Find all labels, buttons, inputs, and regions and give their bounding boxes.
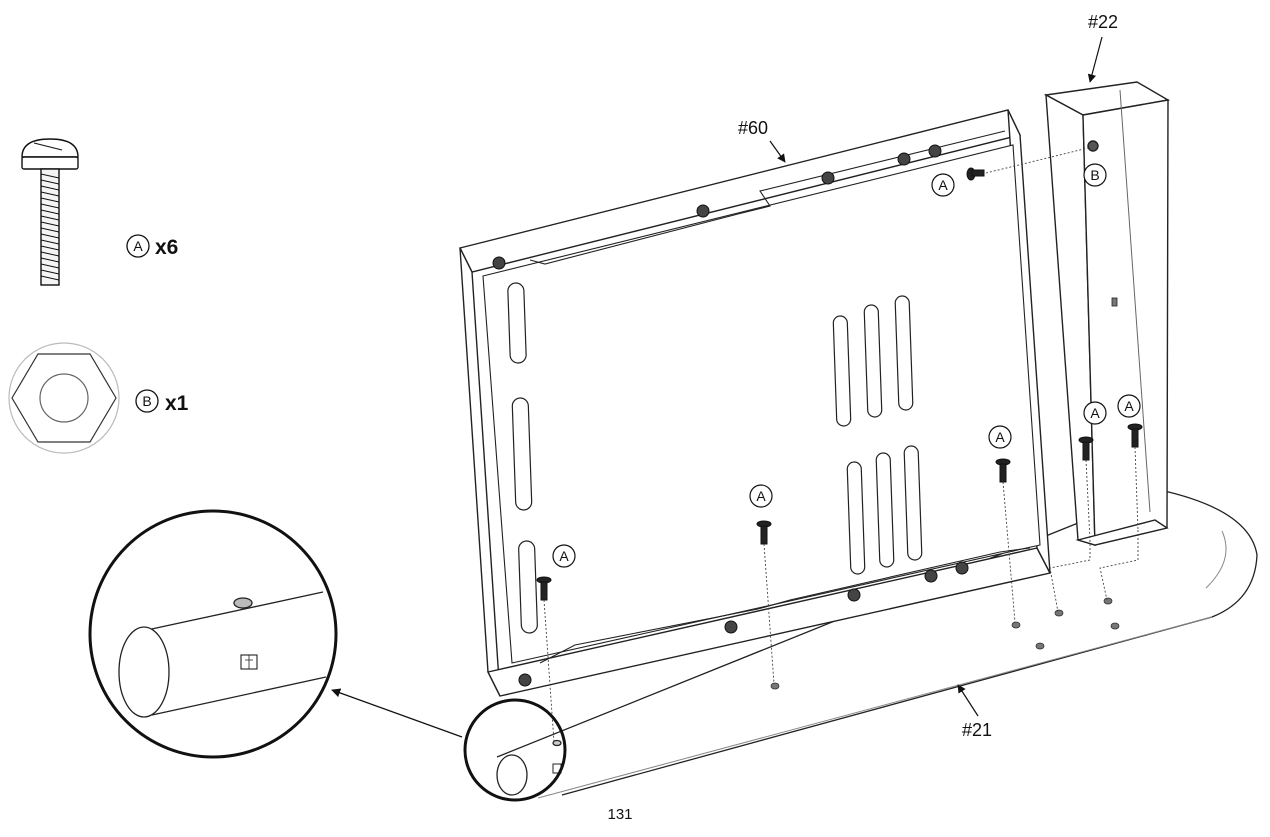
hardware-item-a: A x6 xyxy=(126,234,178,259)
detail-magnifier xyxy=(88,509,567,802)
page-number: 131 xyxy=(607,806,633,823)
callout-marker-a: A xyxy=(931,173,955,197)
callout-marker-a: A xyxy=(1117,394,1141,418)
callout-letter: A xyxy=(1124,398,1134,414)
hex-nut-icon xyxy=(8,342,120,454)
callout-marker-a: A xyxy=(749,484,773,508)
hardware-quantity-a: x6 xyxy=(155,236,178,259)
screw-icon xyxy=(966,167,985,181)
hardware-letter-a: A xyxy=(133,238,143,254)
callout-marker-b: B xyxy=(1083,163,1107,187)
screw-icon xyxy=(536,576,552,601)
part-label-tube: #21 xyxy=(957,684,992,740)
part-label-frame: #60 xyxy=(738,118,786,163)
callout-letter: A xyxy=(995,429,1005,445)
part-label-bracket: #22 xyxy=(1087,12,1118,83)
callout-letter: A xyxy=(559,548,569,564)
screw-icon xyxy=(1078,436,1094,461)
frame-part xyxy=(458,109,1052,697)
callout-letter: A xyxy=(938,177,948,193)
assembly-guides xyxy=(543,147,1139,743)
tube-part xyxy=(496,489,1258,799)
hardware-letter-b: B xyxy=(142,393,151,409)
callout-letter: A xyxy=(1090,405,1100,421)
callout-marker-a: A xyxy=(1083,401,1107,425)
hardware-item-b: B x1 xyxy=(135,389,189,415)
part-number-frame: #60 xyxy=(738,118,768,138)
callout-letter: A xyxy=(756,488,766,504)
detail-circle xyxy=(88,509,338,759)
part-number-bracket: #22 xyxy=(1088,12,1118,32)
callout-a-markers: A A A A A A xyxy=(552,173,1141,568)
screw-icon xyxy=(995,458,1011,483)
hardware-legend: A x6 B x1 xyxy=(8,138,189,454)
pan-head-screw-icon xyxy=(21,138,79,286)
callout-marker-a: A xyxy=(988,425,1012,449)
callout-letter: B xyxy=(1090,167,1099,183)
callout-marker-a: A xyxy=(552,544,576,568)
bracket-part xyxy=(1043,81,1171,546)
part-number-tube: #21 xyxy=(962,720,992,740)
fastener-screws xyxy=(536,167,1143,601)
hardware-quantity-b: x1 xyxy=(165,392,189,415)
